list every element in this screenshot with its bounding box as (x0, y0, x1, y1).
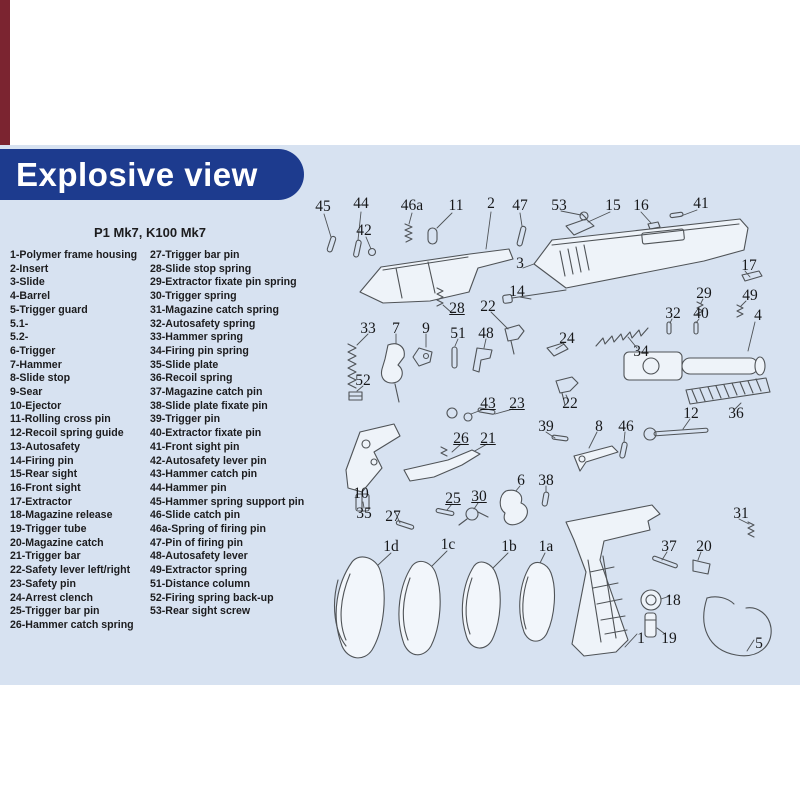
parts-list-item: 10-Ejector (10, 399, 62, 412)
parts-list-item: 32-Autosafety spring (150, 317, 256, 330)
parts-list-item: 23-Safety pin (10, 577, 76, 590)
parts-list-item: 36-Recoil spring (150, 372, 233, 385)
parts-list-item: 42-Autosafety lever pin (150, 454, 267, 467)
parts-list-item: 20-Magazine catch (10, 536, 104, 549)
model-names: P1 Mk7, K100 Mk7 (93, 225, 206, 240)
page-title: Explosive view (16, 155, 258, 193)
parts-list-item: 46a-Spring of firing pin (150, 523, 266, 536)
parts-list-item: 27-Trigger bar pin (150, 249, 240, 261)
parts-list-item: 11-Rolling cross pin (10, 413, 111, 426)
parts-list-item: 22-Safety lever left/right (10, 564, 131, 577)
parts-list-item: 48-Autosafety lever (150, 550, 248, 563)
parts-list-item: 37-Magazine catch pin (150, 386, 263, 399)
parts-list-item: 26-Hammer catch spring (10, 618, 134, 631)
parts-list-item: 28-Slide stop spring (150, 262, 252, 275)
parts-list-item: 52-Firing spring back-up (150, 591, 274, 604)
parts-list-item: 49-Extractor spring (150, 564, 248, 577)
parts-list-item: 35-Slide plate (150, 358, 219, 371)
parts-list-item: 40-Extractor fixate pin (150, 427, 262, 440)
parts-list-item: 12-Recoil spring guide (10, 427, 124, 440)
book-edge-strip (0, 0, 10, 148)
parts-list-item: 34-Firing pin spring (150, 344, 249, 357)
parts-list-item: 24-Arrest clench (10, 591, 94, 604)
parts-list-item: 9-Sear (10, 386, 43, 399)
parts-list-item: 47-Pin of firing pin (150, 536, 243, 549)
parts-list-item: 4-Barrel (10, 290, 51, 303)
parts-list-item: 13-Autosafety (10, 440, 81, 453)
parts-list-item: 53-Rear sight screw (150, 605, 251, 618)
parts-list-item: 38-Slide plate fixate pin (150, 399, 268, 412)
parts-list-item: 33-Hammer spring (150, 331, 244, 344)
parts-list-item: 46-Slide catch pin (150, 509, 241, 522)
parts-list-item: 44-Hammer pin (150, 481, 227, 494)
parts-list-item: 17-Extractor (10, 495, 72, 508)
parts-list-item: 43-Hammer catch pin (150, 468, 258, 481)
parts-list-item: 15-Rear sight (10, 468, 78, 481)
parts-list-item: 19-Trigger tube (10, 523, 87, 536)
title-banner: Explosive view (0, 149, 304, 200)
parts-list-item: 29-Extractor fixate pin spring (150, 276, 297, 289)
parts-list-item: 45-Hammer spring support pin (150, 495, 305, 508)
parts-list-item: 16-Front sight (10, 481, 81, 494)
parts-list-item: 39-Trigger pin (150, 413, 221, 426)
parts-list-item: 3-Slide (10, 276, 45, 289)
parts-list-item: 51-Distance column (150, 577, 251, 590)
parts-list-item: 18-Magazine release (10, 509, 113, 522)
parts-list-item: 14-Firing pin (10, 454, 74, 467)
parts-list-item: 7-Hammer (10, 358, 62, 371)
parts-list-item: 5-Trigger guard (10, 303, 88, 316)
parts-list-item: 1-Polymer frame housing (10, 249, 138, 261)
parts-list-item: 25-Trigger bar pin (10, 605, 100, 618)
parts-list-item: 31-Magazine catch spring (150, 303, 279, 316)
parts-list-item: 5.1- (10, 317, 29, 330)
parts-list-item: 2-Insert (10, 262, 49, 275)
parts-list-item: 30-Trigger spring (150, 290, 237, 303)
parts-list-item: 8-Slide stop (10, 372, 71, 385)
parts-list-item: 6-Trigger (10, 344, 56, 357)
parts-list-item: 41-Front sight pin (150, 440, 240, 453)
parts-list-item: 21-Trigger bar (10, 550, 81, 563)
parts-list-item: 5.2- (10, 331, 29, 344)
